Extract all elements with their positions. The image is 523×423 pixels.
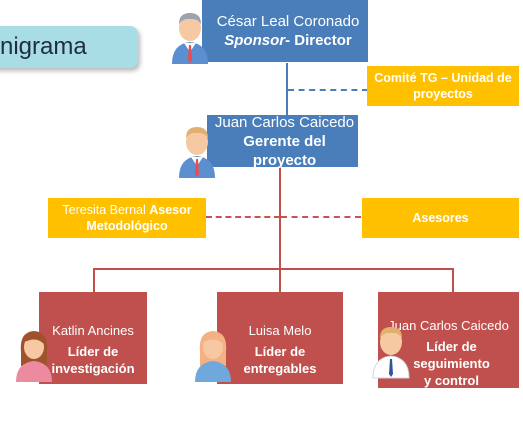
connector-leader-3 bbox=[452, 268, 454, 292]
advisor-left-line-1: Teresita Bernal Asesor bbox=[62, 202, 191, 218]
leader-box-2: Luisa Melo Líder de entregables bbox=[217, 292, 343, 384]
connector-top-manager bbox=[286, 63, 288, 115]
manager-role: Gerente del proyecto bbox=[243, 132, 326, 169]
woman-avatar-icon bbox=[16, 331, 52, 382]
connector-advisor-right bbox=[281, 216, 361, 218]
advisor-left-name: Teresita Bernal bbox=[62, 203, 146, 217]
sponsor-name: César Leal Coronado bbox=[216, 13, 360, 30]
connector-horizontal-leaders bbox=[93, 268, 454, 270]
leader-name-1: Katlin Ancines bbox=[52, 323, 134, 338]
leader-role-3: Líder de seguimiento y control bbox=[413, 339, 490, 388]
advisor-left-box: Teresita Bernal Asesor Metodológico bbox=[48, 198, 206, 238]
leader-name-2: Luisa Melo bbox=[248, 323, 312, 338]
leader-role-2: Líder de entregables bbox=[243, 344, 317, 376]
man-avatar-icon bbox=[172, 13, 208, 64]
man-avatar-icon bbox=[372, 327, 410, 379]
sponsor-box: César Leal Coronado Sponsor- Director bbox=[202, 0, 368, 62]
man-avatar-icon bbox=[179, 127, 215, 178]
advisor-left-role-b: Metodológico bbox=[86, 219, 168, 233]
advisor-right-label: Asesores bbox=[412, 211, 469, 225]
manager-name: Juan Carlos Caicedo bbox=[214, 113, 355, 131]
leader-box-1: Katlin Ancines Líder de investigación bbox=[39, 292, 147, 384]
sponsor-role-suffix: - Director bbox=[285, 32, 352, 49]
committee-label: Comité TG – Unidad de proyectos bbox=[374, 71, 512, 101]
connector-leader-2 bbox=[279, 268, 281, 292]
sponsor-role-prefix: Sponsor bbox=[224, 32, 286, 49]
connector-leader-1 bbox=[93, 268, 95, 292]
woman-avatar-icon bbox=[195, 331, 231, 382]
manager-box: Juan Carlos Caicedo Gerente del proyecto bbox=[207, 113, 358, 169]
leader-name-3: Juan Carlos Caicedo bbox=[388, 318, 509, 333]
committee-box: Comité TG – Unidad de proyectos bbox=[367, 66, 519, 106]
connector-advisor-left bbox=[206, 216, 280, 218]
connector-committee bbox=[288, 89, 368, 91]
advisor-left-role-a: Asesor bbox=[149, 203, 192, 217]
leader-role-1: Líder de investigación bbox=[51, 344, 135, 376]
page-title: nigrama bbox=[0, 26, 138, 68]
advisor-right-box: Asesores bbox=[362, 198, 519, 238]
connector-manager-leaders bbox=[279, 167, 281, 269]
sponsor-role: Sponsor- Director bbox=[208, 31, 368, 50]
leader-box-3: Juan Carlos Caicedo Líder de seguimiento… bbox=[378, 292, 519, 388]
